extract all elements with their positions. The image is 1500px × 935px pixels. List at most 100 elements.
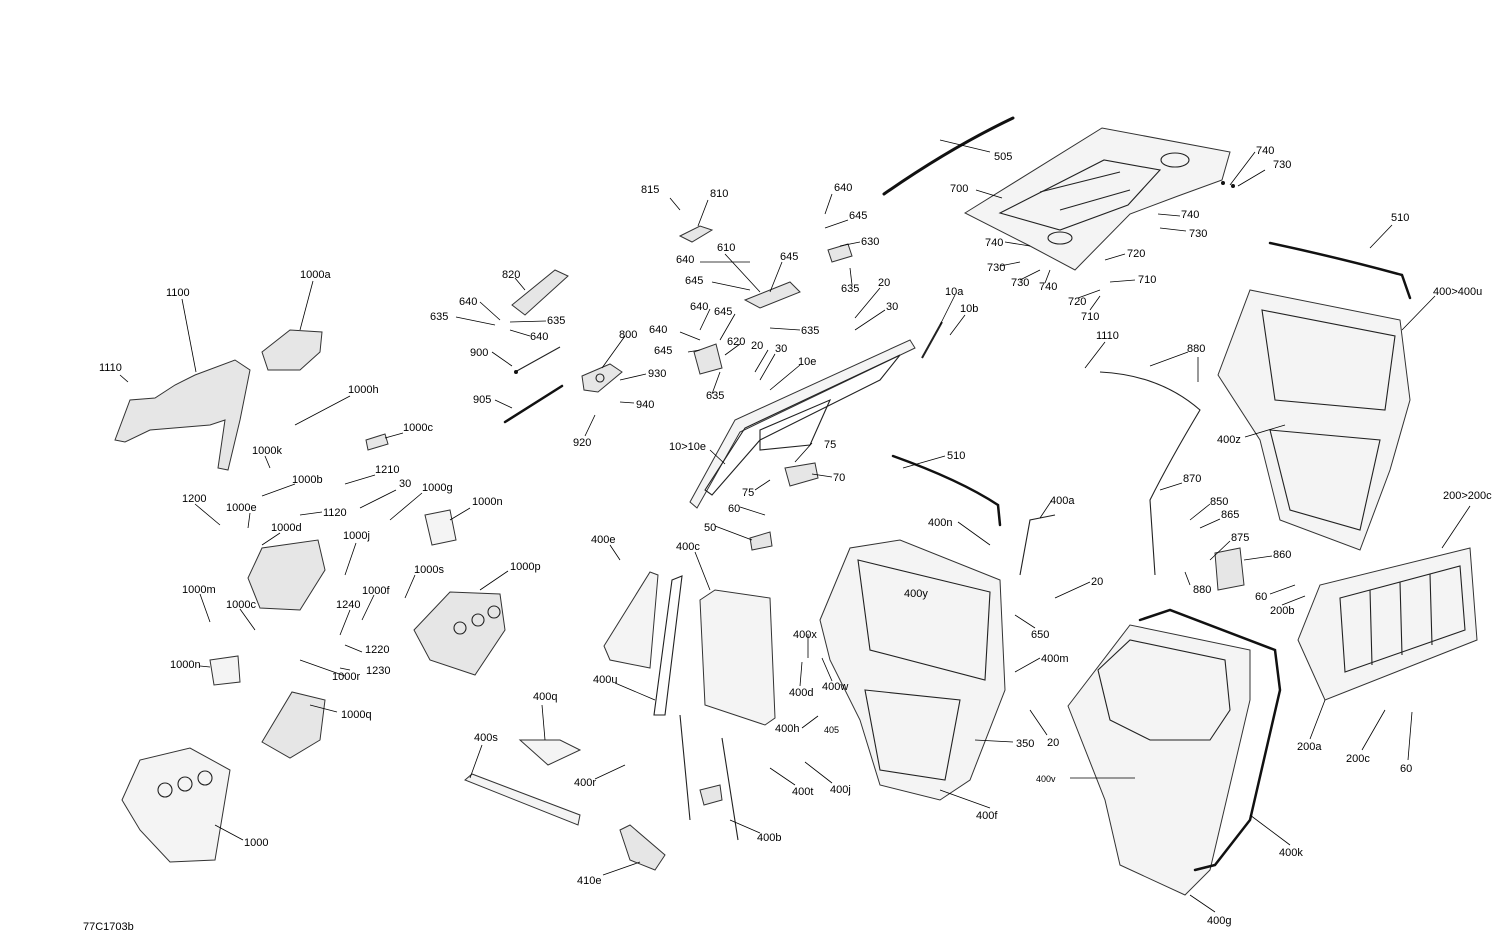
left-door-frame-400y [819, 539, 1006, 801]
callout-400b: 400b [757, 832, 781, 844]
callout-905: 905 [473, 394, 491, 406]
callout-720: 720 [1127, 248, 1145, 260]
callout-880: 880 [1193, 584, 1211, 596]
callout-1000g: 1000g [422, 482, 453, 494]
callout-400u: 400u [593, 674, 617, 686]
callout-920: 920 [573, 437, 591, 449]
callout-400r: 400r [574, 777, 596, 789]
callout-875: 875 [1231, 532, 1249, 544]
callout-645: 645 [714, 306, 732, 318]
windshield-10 [689, 339, 916, 509]
callout-1000c: 1000c [403, 422, 433, 434]
sliding-window-200 [1297, 547, 1478, 701]
callout-930: 930 [648, 368, 666, 380]
callout-400s: 400s [474, 732, 498, 744]
callout-1000p: 1000p [510, 561, 541, 573]
callout-1000r: 1000r [332, 671, 360, 683]
callout-400m: 400m [1041, 653, 1069, 665]
callout-645: 645 [654, 345, 672, 357]
callout-10e: 10e [798, 356, 816, 368]
callout-75: 75 [824, 439, 836, 451]
callout-730: 730 [987, 262, 1005, 274]
callout-1000d: 1000d [271, 522, 302, 534]
callout-880: 880 [1187, 343, 1205, 355]
strut-10a [921, 321, 943, 359]
grille-1000c-top [365, 433, 389, 451]
latch-70 [784, 462, 819, 487]
callout-730: 730 [1011, 277, 1029, 289]
callout-400k: 400k [1279, 847, 1303, 859]
callout-400z: 400z [1217, 434, 1241, 446]
right-door-400 [1217, 241, 1412, 551]
callout-20: 20 [1047, 737, 1059, 749]
callout-400n: 400n [928, 517, 952, 529]
callout-1000n: 1000n [472, 496, 503, 508]
callout-730: 730 [1189, 228, 1207, 240]
callout-1000e: 1000e [226, 502, 257, 514]
callout-60: 60 [728, 503, 740, 515]
callout-620: 620 [727, 336, 745, 348]
callout-700: 700 [950, 183, 968, 195]
callout-640: 640 [649, 324, 667, 336]
callout-400e: 400e [591, 534, 615, 546]
callout-1240: 1240 [336, 599, 360, 611]
callout-30: 30 [399, 478, 411, 490]
callout-645: 645 [685, 275, 703, 287]
door-seal-510b [891, 454, 1002, 527]
callout-870: 870 [1183, 473, 1201, 485]
wiper-motor-800 [581, 363, 623, 393]
callout-1110: 1110 [1096, 330, 1119, 342]
callout-400j: 400j [830, 784, 851, 796]
callout-1000: 1000 [244, 837, 268, 849]
callout-400h: 400h [775, 723, 799, 735]
hvac-duct-1100 [114, 359, 251, 471]
trim-400s [464, 773, 581, 826]
callout-800: 800 [619, 329, 637, 341]
callout-510: 510 [947, 450, 965, 462]
cable-400a [1019, 514, 1056, 576]
filter-1000n-top [424, 509, 457, 546]
callout-710: 710 [1081, 311, 1099, 323]
callout-1000c: 1000c [226, 599, 256, 611]
callout-640: 640 [530, 331, 548, 343]
callout-1200: 1200 [182, 493, 206, 505]
callout-860: 860 [1273, 549, 1291, 561]
drawing-number: 77C1703b [83, 921, 134, 933]
callout-405: 405 [824, 725, 839, 735]
callout-865: 865 [1221, 509, 1239, 521]
quarter-glass-400e [603, 571, 659, 669]
callout-850: 850 [1210, 496, 1228, 508]
callout-75: 75 [742, 487, 754, 499]
callout-1110: 1110 [99, 362, 122, 374]
callout-labels: 505 700 740 730 740 730 740 730 730 740 … [99, 145, 1492, 927]
callout-1000a: 1000a [300, 269, 331, 281]
callout-70: 70 [833, 472, 845, 484]
hvac-box-1000d [247, 539, 326, 611]
callout-20: 20 [751, 340, 763, 352]
cover-1000q [261, 691, 326, 759]
callout-20: 20 [1091, 576, 1103, 588]
bracket-610 [743, 281, 801, 309]
callout-640: 640 [690, 301, 708, 313]
callout-810: 810 [710, 188, 728, 200]
callout-400g: 400g [1207, 915, 1231, 927]
callout-10a: 10a [945, 286, 964, 298]
callout-200a: 200a [1297, 741, 1322, 753]
callout-645: 645 [849, 210, 867, 222]
heater-1000a [261, 329, 323, 371]
bracket-820 [511, 269, 569, 316]
callout-400t: 400t [792, 786, 813, 798]
callout-400f: 400f [976, 810, 998, 822]
callout-505: 505 [994, 151, 1012, 163]
bracket-810 [678, 225, 714, 243]
callout-640: 640 [676, 254, 694, 266]
callout-635: 635 [706, 390, 724, 402]
callout-815: 815 [641, 184, 659, 196]
callout-635: 635 [841, 283, 859, 295]
callout-940: 940 [636, 399, 654, 411]
callout-820: 820 [502, 269, 520, 281]
callout-1000b: 1000b [292, 474, 323, 486]
callout-60: 60 [1400, 763, 1412, 775]
